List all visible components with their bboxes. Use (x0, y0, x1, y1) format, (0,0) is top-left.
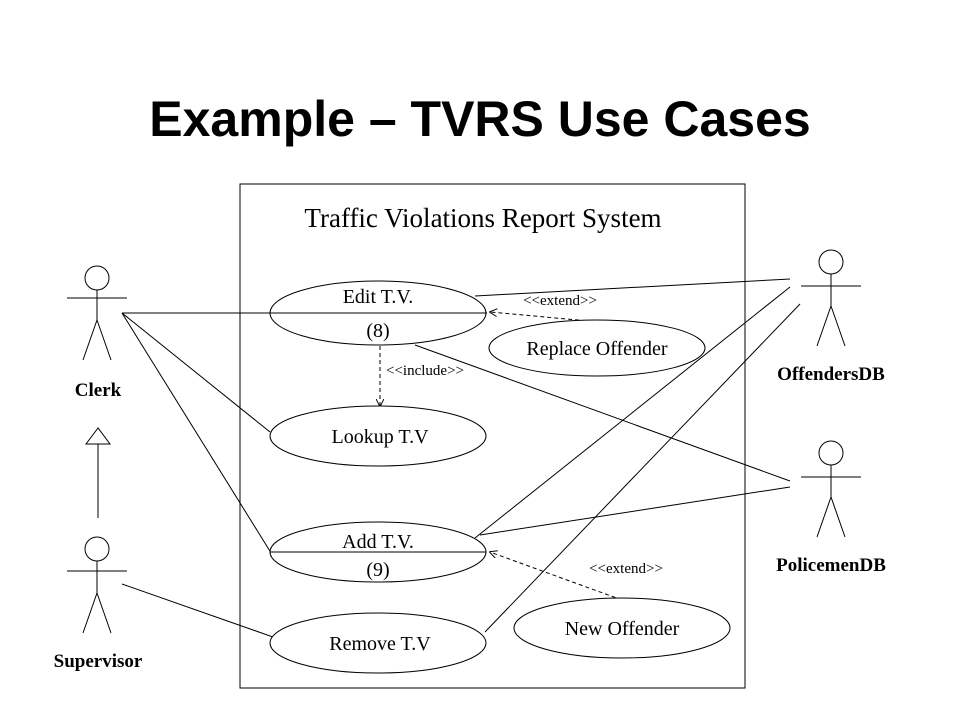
clerk-add-line (121, 312, 274, 557)
use-case-add-tv[interactable]: Add T.V. (9) (269, 521, 487, 583)
use-case-edit-tv[interactable]: Edit T.V. (8) (269, 280, 487, 346)
dependency-lines (380, 312, 623, 601)
actor-supervisor[interactable] (67, 536, 127, 634)
slide-title: Example – TVRS Use Cases (149, 91, 811, 147)
extend-replace-arrow (490, 312, 601, 323)
use-case-replace-offender-name: Replace Offender (526, 338, 668, 360)
extend-label-bottom: <<extend>> (589, 561, 663, 577)
actor-policemendb-label: PolicemenDB (776, 555, 886, 576)
actor-supervisor-label: Supervisor (54, 651, 143, 672)
use-case-edit-tv-number: (8) (366, 320, 389, 342)
system-name: Traffic Violations Report System (304, 203, 661, 233)
use-case-lookup-tv-name: Lookup T.V (331, 426, 429, 448)
supervisor-remove-line (121, 583, 274, 638)
use-case-new-offender-name: New Offender (565, 618, 680, 640)
actor-policemendb[interactable] (801, 440, 861, 538)
remove-offendersdb-line (484, 303, 801, 633)
actor-clerk-head (84, 265, 110, 291)
clerk-lookup-line (121, 312, 271, 433)
actor-offendersdb[interactable] (801, 249, 861, 347)
use-case-remove-tv-name: Remove T.V (329, 633, 431, 655)
use-case-add-tv-name: Add T.V. (342, 531, 414, 553)
extend-label-top: <<extend>> (523, 293, 597, 309)
include-label: <<include>> (386, 363, 464, 379)
use-case-remove-tv[interactable]: Remove T.V (269, 612, 487, 674)
use-case-new-offender[interactable]: New Offender (513, 597, 731, 659)
actor-offendersdb-label: OffendersDB (777, 364, 885, 385)
use-case-lookup-tv[interactable]: Lookup T.V (269, 405, 487, 467)
edit-offendersdb-line (474, 278, 791, 297)
actor-policemendb-head (818, 440, 844, 466)
use-case-add-tv-number: (9) (366, 559, 389, 581)
use-case-edit-tv-name: Edit T.V. (343, 286, 414, 308)
actor-supervisor-head (84, 536, 110, 562)
edit-policemendb-line (414, 344, 791, 482)
actor-clerk[interactable] (67, 265, 127, 361)
generalization-triangle (85, 427, 111, 445)
actor-clerk-label: Clerk (75, 380, 122, 401)
add-offendersdb-line (474, 286, 791, 539)
add-policemendb-line (479, 486, 791, 536)
use-case-replace-offender[interactable]: Replace Offender (488, 319, 706, 377)
system-boundary (239, 183, 746, 689)
extend-new-offender-arrow (490, 552, 623, 601)
generalization (85, 427, 111, 518)
actor-offendersdb-head (818, 249, 844, 275)
